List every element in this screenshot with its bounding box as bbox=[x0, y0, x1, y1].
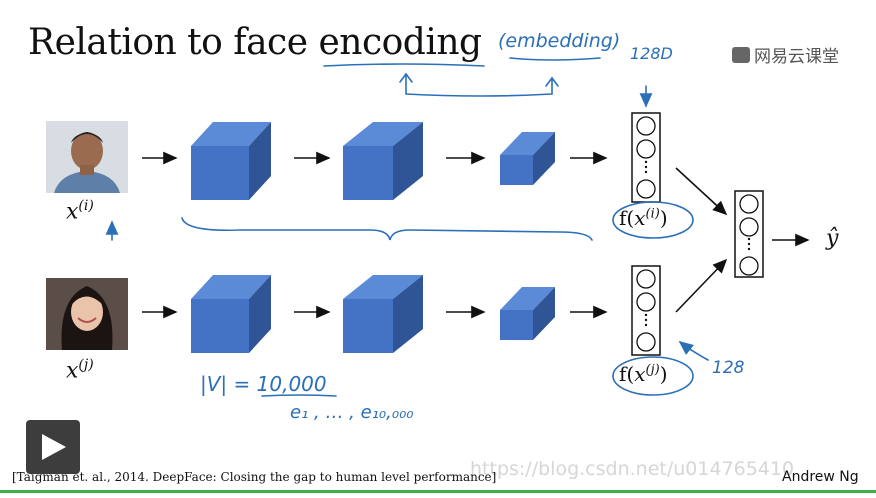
arrow-encoding-bottom-to-comparison bbox=[675, 258, 728, 313]
encoding-label-j: f(x(j)) bbox=[619, 362, 668, 386]
encoding-vector-top bbox=[631, 112, 661, 203]
conv-cube-2-top bbox=[343, 122, 423, 200]
watermark: https://blog.csdn.net/u014765410 bbox=[470, 458, 795, 480]
handwritten-annotations bbox=[105, 57, 709, 397]
conv-cube-2-bottom bbox=[343, 275, 423, 353]
conv-cube-3-top bbox=[500, 132, 555, 185]
dimension-annotation-bottom: 128 bbox=[712, 358, 745, 378]
comparison-vector bbox=[734, 190, 764, 278]
encoding-vector-bottom bbox=[631, 265, 661, 356]
cloud-logo-icon bbox=[732, 46, 750, 63]
logo: 网易云课堂 bbox=[732, 42, 839, 67]
logo-text: 网易云课堂 bbox=[754, 47, 839, 67]
arrow-encoding-top-to-comparison bbox=[675, 167, 728, 216]
progress-bar[interactable] bbox=[0, 490, 876, 493]
encoding-label-i: f(x(i)) bbox=[619, 206, 668, 230]
dimension-annotation-top: 128D bbox=[630, 44, 673, 63]
conv-cube-1-bottom bbox=[191, 275, 271, 353]
set-size-annotation: |V| = 10,000 bbox=[200, 372, 327, 396]
face-photo-j bbox=[46, 278, 128, 350]
citation: [Taigman et. al., 2014. DeepFace: Closin… bbox=[12, 470, 497, 484]
input-label-i: x(i) bbox=[66, 198, 94, 225]
output-label: ŷ bbox=[826, 226, 839, 251]
input-label-j: x(j) bbox=[66, 357, 94, 384]
person-icon bbox=[46, 278, 128, 350]
conv-cube-1-top bbox=[191, 122, 271, 200]
play-button[interactable] bbox=[26, 420, 80, 474]
play-icon bbox=[42, 434, 66, 460]
set-elements-annotation: e₁ , … , e₁₀,₀₀₀ bbox=[290, 402, 414, 423]
embedding-annotation: (embedding) bbox=[498, 30, 621, 52]
author-name: Andrew Ng bbox=[782, 469, 859, 485]
face-photo-i bbox=[46, 121, 128, 193]
person-icon bbox=[46, 121, 128, 193]
conv-cube-3-bottom bbox=[500, 287, 555, 340]
slide-title: Relation to face encoding bbox=[28, 22, 482, 63]
